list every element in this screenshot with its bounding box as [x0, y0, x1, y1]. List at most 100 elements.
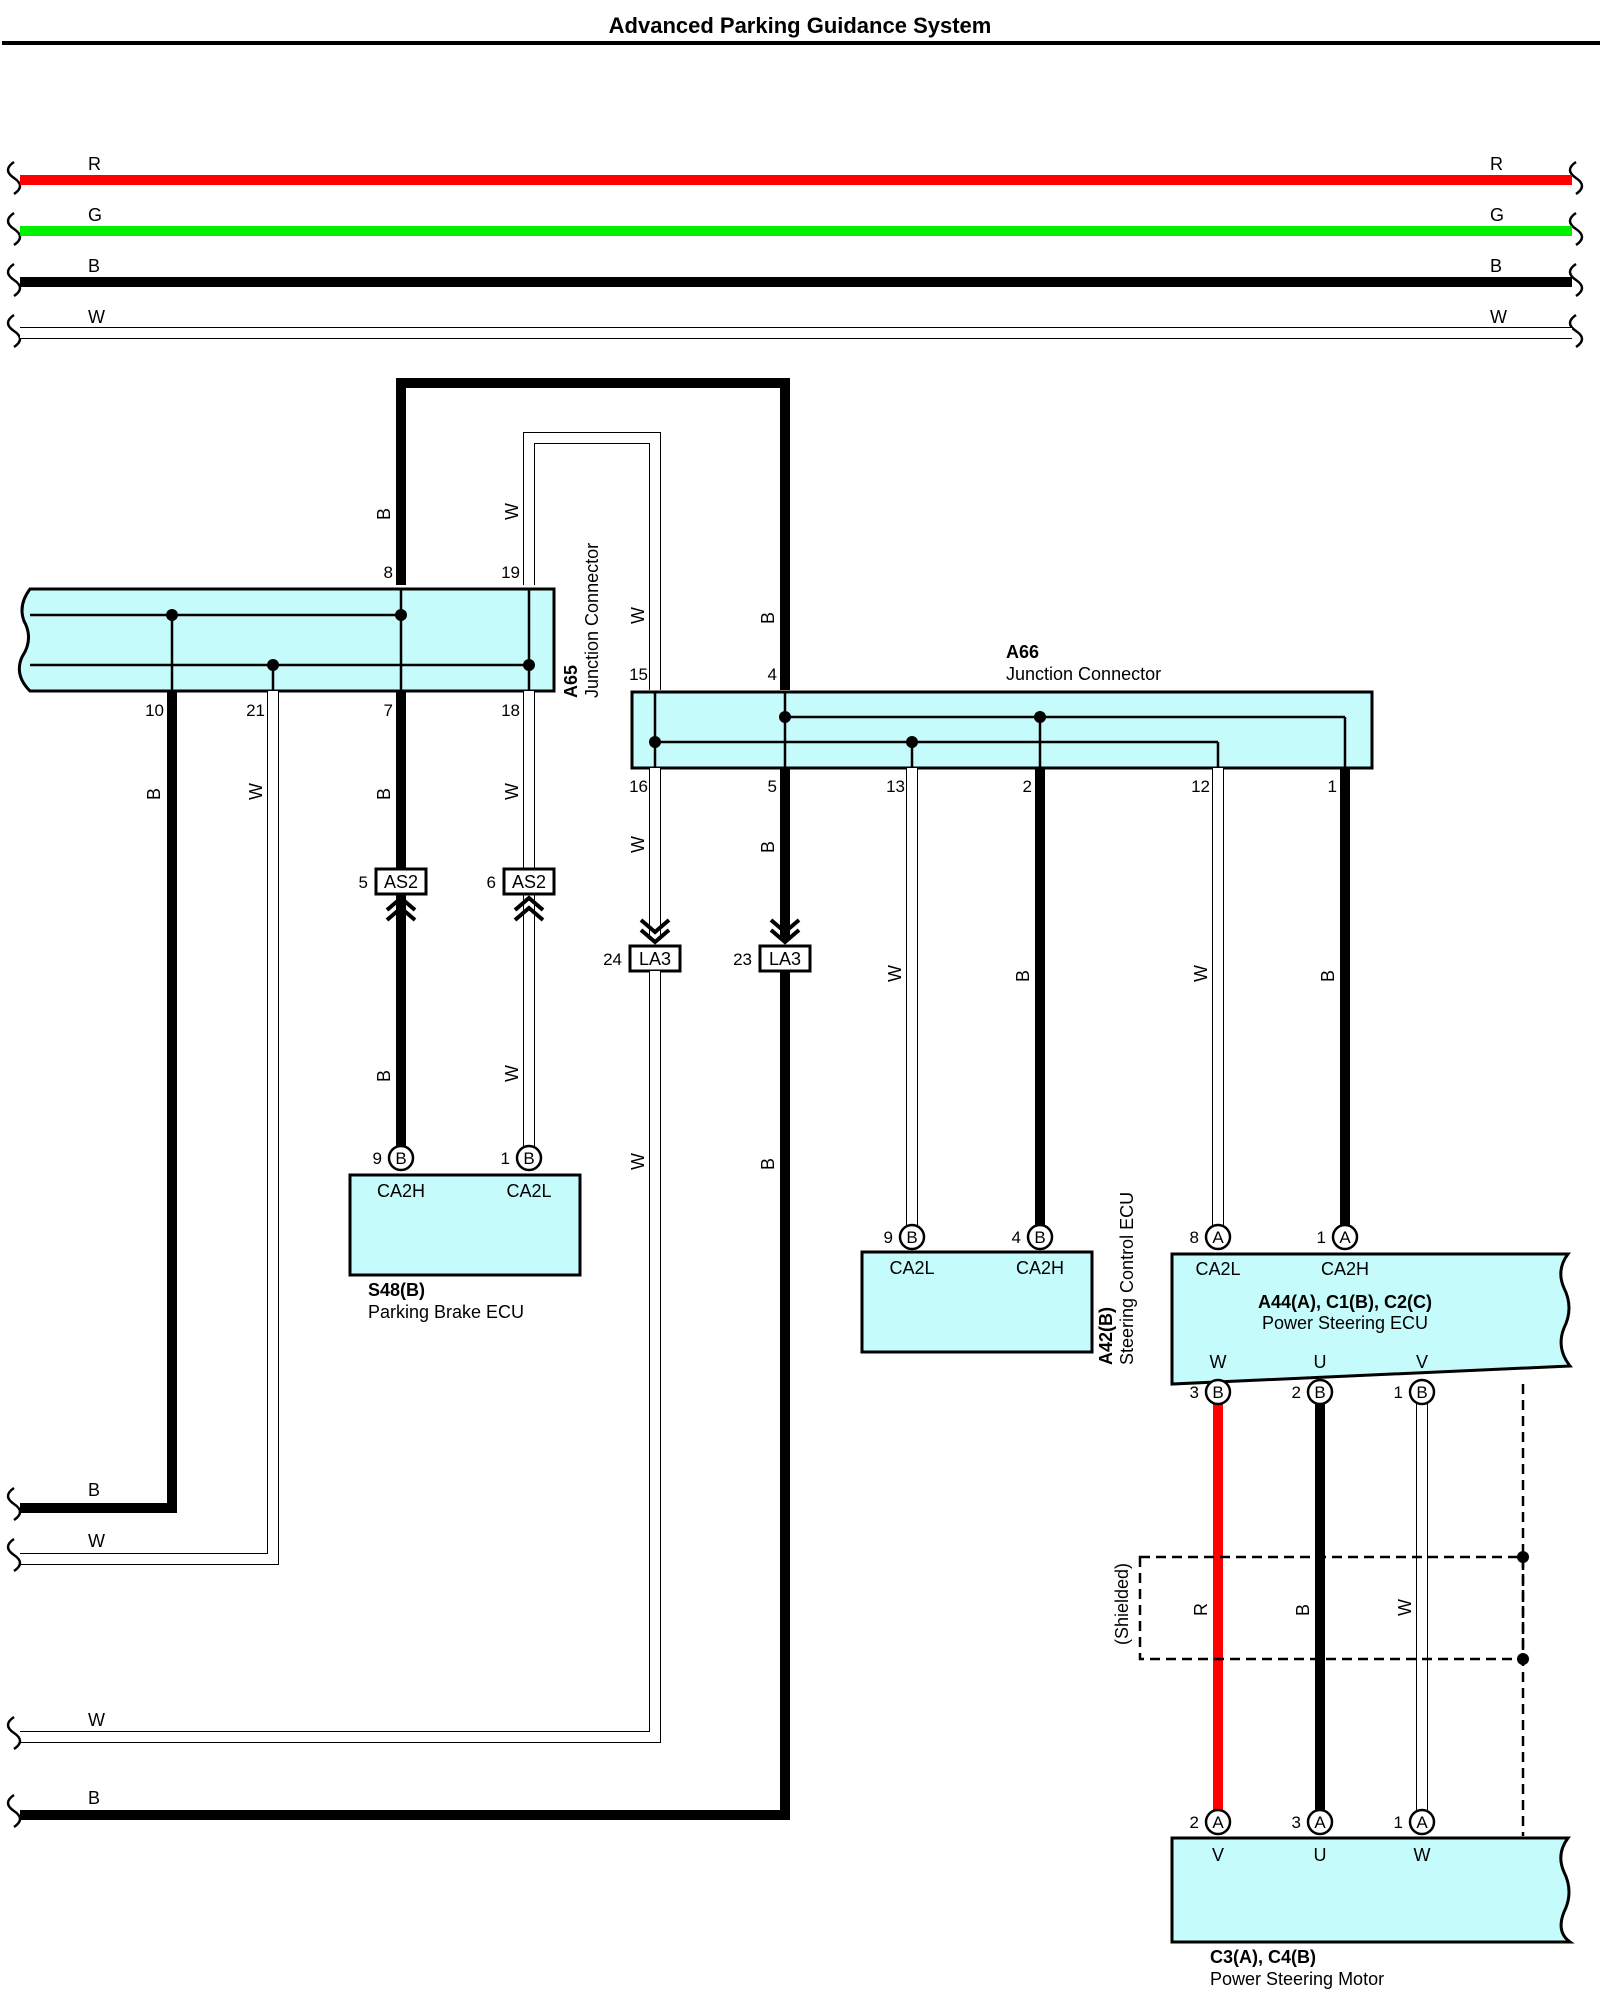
la3-arrow: [769, 918, 801, 945]
a42-name: Steering Control ECU: [1117, 1192, 1137, 1365]
c3-id: C3(A), C4(B): [1210, 1947, 1316, 1967]
bus-label-w-left: W: [88, 307, 105, 327]
wire-label-w: W: [1395, 1599, 1415, 1616]
a65-box: [17, 587, 556, 693]
left-label-b: B: [88, 1480, 100, 1500]
connector-a66: 15 4 16 5 13 2 12 1 A66 Junction Connect…: [629, 642, 1374, 796]
a42-box: [860, 1250, 1094, 1354]
wire-la3-23-b: [20, 971, 790, 1820]
la3-pin-24: 24: [603, 950, 622, 969]
wire-label-w: W: [502, 783, 522, 800]
a66-pin-2: 2: [1023, 777, 1032, 796]
a44-conn-letter: B: [1416, 1383, 1427, 1402]
wire-label-b: B: [758, 1158, 778, 1170]
s48-pin-circle: [387, 1144, 415, 1172]
wire-label-b: B: [1293, 1604, 1313, 1616]
wire-label-b: B: [144, 788, 164, 800]
wire-label-b: B: [758, 612, 778, 624]
splice-dot: [779, 711, 791, 723]
a44-id: A44(A), C1(B), C2(C): [1258, 1292, 1432, 1312]
left-label-w: W: [88, 1531, 105, 1551]
splice-dot: [1517, 1551, 1529, 1563]
a66-pin-5: 5: [768, 777, 777, 796]
a66-pin-13: 13: [886, 777, 905, 796]
a66-name: Junction Connector: [1006, 664, 1161, 684]
break-mark: [1568, 211, 1584, 247]
connector-s48: B 9 B 1 CA2H CA2L S48(B) Parking Brake E…: [348, 1144, 582, 1322]
shield: (Shielded): [1112, 1384, 1529, 1836]
a44-signal-u: U: [1314, 1352, 1327, 1372]
wire-label-w: W: [628, 607, 648, 624]
a42-id: A42(B): [1096, 1307, 1116, 1365]
a44-signal-ca2l: CA2L: [1195, 1259, 1240, 1279]
break-mark: [1568, 313, 1584, 349]
la3-pin-23: 23: [733, 950, 752, 969]
wire-a65-10-b: [20, 691, 177, 1513]
a44-bottom-pins: B 3 B 2 B 1: [1190, 1378, 1436, 1406]
a44-pin-circle: [1204, 1378, 1232, 1406]
wire-label-b: B: [758, 841, 778, 853]
a44-signal-ca2h: CA2H: [1321, 1259, 1369, 1279]
splice-dot: [166, 609, 178, 621]
break-mark: [6, 1793, 22, 1829]
a66-pin-12: 12: [1191, 777, 1210, 796]
left-label-b: B: [88, 1788, 100, 1808]
connector-c3: A 2 A 3 A 1 V U W C3(A), C4(B) Power Ste…: [1170, 1808, 1575, 1989]
wire-label-w: W: [502, 503, 522, 520]
splice-dot: [523, 659, 535, 671]
wire-label-r: R: [1191, 1603, 1211, 1616]
a42-pin-circle: [898, 1223, 926, 1251]
junction-la3: LA3 24 LA3 23: [603, 918, 812, 973]
break-mark: [6, 313, 22, 349]
bus-label-b-left: B: [88, 256, 100, 276]
splice-dot: [267, 659, 279, 671]
c3-pin-circle: [1204, 1808, 1232, 1836]
a66-pin-1: 1: [1328, 777, 1337, 796]
s48-pin-circle: [515, 1144, 543, 1172]
splice-dot: [649, 736, 661, 748]
bus-label-g-right: G: [1490, 205, 1504, 225]
a42-signal-ca2h: CA2H: [1016, 1258, 1064, 1278]
a44-pin-1: 1: [1317, 1228, 1326, 1247]
a44-pin-3: 3: [1190, 1383, 1199, 1402]
c3-conn-letter: A: [1212, 1813, 1224, 1832]
a44-pin-circle: [1306, 1378, 1334, 1406]
c3-box: [1170, 1836, 1575, 1944]
bus-label-g-left: G: [88, 205, 102, 225]
break-mark: [1568, 262, 1584, 298]
s48-conn-letter: B: [523, 1149, 534, 1168]
wire-a65-21-w: [20, 691, 279, 1565]
s48-signal-ca2h: CA2H: [377, 1181, 425, 1201]
a65-pin-21: 21: [246, 701, 265, 720]
wire-label-w: W: [628, 1153, 648, 1170]
as2-box: [374, 867, 428, 896]
wire-label-b: B: [1013, 970, 1033, 982]
s48-conn-letter: B: [395, 1149, 406, 1168]
bus-lines: R R G G B B W W: [6, 154, 1584, 349]
wire-label-b: B: [374, 1070, 394, 1082]
c3-name: Power Steering Motor: [1210, 1969, 1384, 1989]
a44-signal-v: V: [1416, 1352, 1428, 1372]
as2-box: [502, 867, 556, 896]
a44-box: [1170, 1252, 1573, 1386]
c3-signal-v: V: [1212, 1845, 1224, 1865]
s48-pin-1: 1: [501, 1149, 510, 1168]
a42-conn-letter: B: [1034, 1228, 1045, 1247]
a66-pin-15: 15: [629, 665, 648, 684]
shielded-label: (Shielded): [1112, 1563, 1132, 1645]
s48-box: [348, 1173, 582, 1277]
break-mark: [6, 211, 22, 247]
a44-pin-2: 2: [1292, 1383, 1301, 1402]
bus-label-r-left: R: [88, 154, 101, 174]
wire-label-w: W: [1191, 965, 1211, 982]
wire-label-w: W: [628, 836, 648, 853]
a42-pin-circle: [1026, 1223, 1054, 1251]
break-mark: [6, 1715, 22, 1751]
c3-signal-u: U: [1314, 1845, 1327, 1865]
la3-label: LA3: [769, 949, 801, 969]
left-label-w: W: [88, 1710, 105, 1730]
break-mark: [6, 1537, 22, 1573]
bus-label-w-right: W: [1490, 307, 1507, 327]
as2-label: AS2: [512, 872, 546, 892]
